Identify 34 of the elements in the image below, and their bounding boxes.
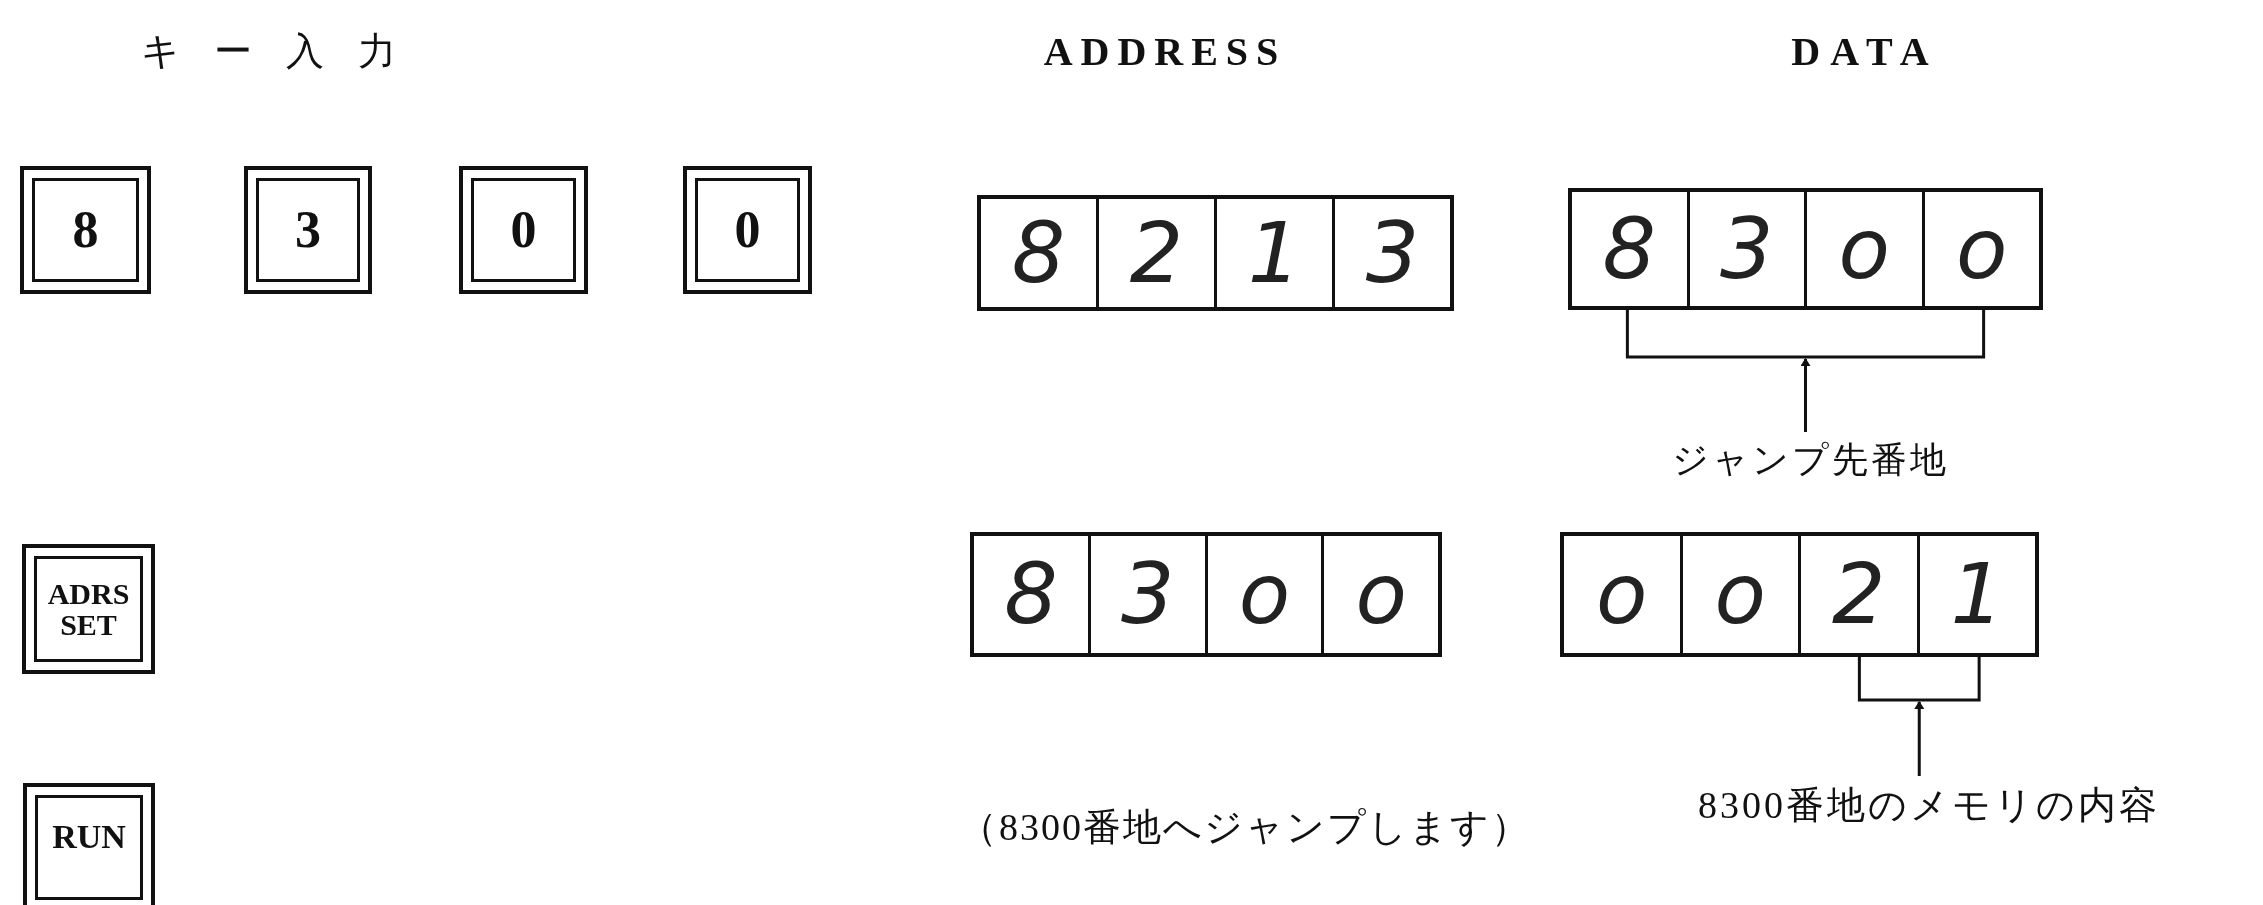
seven-segment-display	[970, 532, 1442, 657]
column-heading: キー入力	[141, 29, 421, 74]
display-digit: o	[1204, 536, 1322, 653]
display-digit: 1	[1916, 536, 2035, 653]
seven-segment-display	[1560, 532, 2039, 657]
leader-arrow	[1914, 701, 1925, 776]
display-digit: 3	[1332, 199, 1450, 307]
display-digit: 2	[1096, 199, 1214, 307]
annotation-text: ジャンプ先番地	[1630, 436, 1990, 480]
display-digit: 3	[1686, 192, 1804, 306]
display-digit: 3	[1087, 536, 1205, 653]
leader-arrow	[1800, 358, 1811, 432]
display-digit: o	[1679, 536, 1798, 653]
note-text: （8300番地へジャンプします）	[958, 805, 1532, 850]
display-digit: o	[1921, 192, 2039, 306]
display-digit: 8	[1601, 199, 1657, 300]
display-digit: 2	[1798, 536, 1917, 653]
key-button: 3	[244, 166, 372, 294]
key-button: 8	[20, 166, 151, 294]
display-digit: o	[1321, 536, 1438, 653]
key-button: 0	[459, 166, 588, 294]
display-digit: 8	[1003, 544, 1059, 645]
key-button: ADRS SET	[22, 544, 155, 674]
display-digit: 8	[1010, 203, 1067, 304]
display-digit: 1	[1214, 199, 1332, 307]
key-button: RUN	[23, 783, 155, 905]
annotation-text: 8300番地のメモリの内容	[1598, 780, 2260, 828]
seven-segment-display	[1568, 188, 2043, 310]
display-digit: o	[1804, 192, 1922, 306]
display-digit: o	[1595, 544, 1649, 645]
seven-segment-display	[977, 195, 1454, 311]
column-heading: DATA	[1790, 28, 1940, 74]
column-heading: ADDRESS	[1042, 28, 1288, 74]
key-button: 0	[683, 166, 812, 294]
